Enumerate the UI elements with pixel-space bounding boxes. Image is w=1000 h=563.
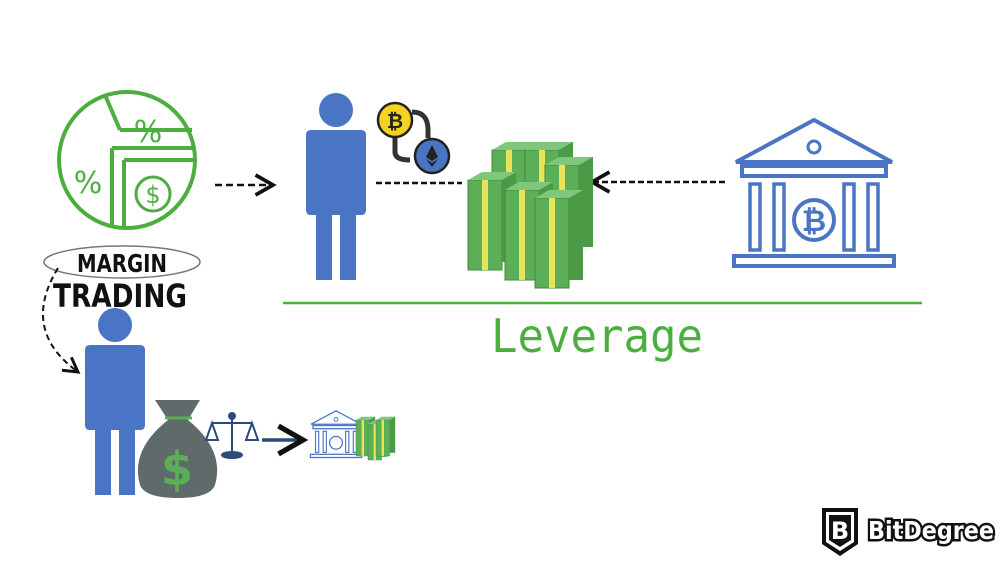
bank-icon	[732, 118, 896, 268]
curved-arrow-down	[42, 267, 81, 374]
margin-label: MARGIN	[77, 249, 167, 278]
trading-label: TRADING	[53, 277, 187, 315]
percent-symbol: %	[134, 115, 163, 150]
label-ellipse	[43, 245, 201, 279]
svg-text:₿: ₿	[387, 109, 403, 133]
crypto-swap-icon: ₿	[376, 101, 451, 175]
borrower-person-icon	[85, 308, 145, 495]
svg-text:BitDegree: BitDegree	[868, 516, 994, 545]
dollar-symbol: $	[145, 181, 160, 209]
trader-person-icon	[306, 93, 366, 280]
pie-chart-icon	[57, 90, 197, 230]
bitdegree-logo: B BitDegree	[822, 508, 997, 556]
scale-icon	[204, 412, 260, 459]
percent-symbol: %	[74, 166, 103, 201]
bitcoin-icon	[376, 101, 414, 139]
small-money-icon	[355, 416, 396, 461]
bank-bitcoin-symbol: ₿	[802, 204, 826, 239]
money-bag-icon	[137, 400, 218, 498]
money-bag-dollar: $	[161, 442, 193, 496]
leverage-label: Leverage	[491, 309, 703, 363]
money-stacks-icon	[467, 141, 594, 289]
svg-text:B: B	[831, 517, 849, 545]
small-bank-icon	[309, 410, 363, 459]
